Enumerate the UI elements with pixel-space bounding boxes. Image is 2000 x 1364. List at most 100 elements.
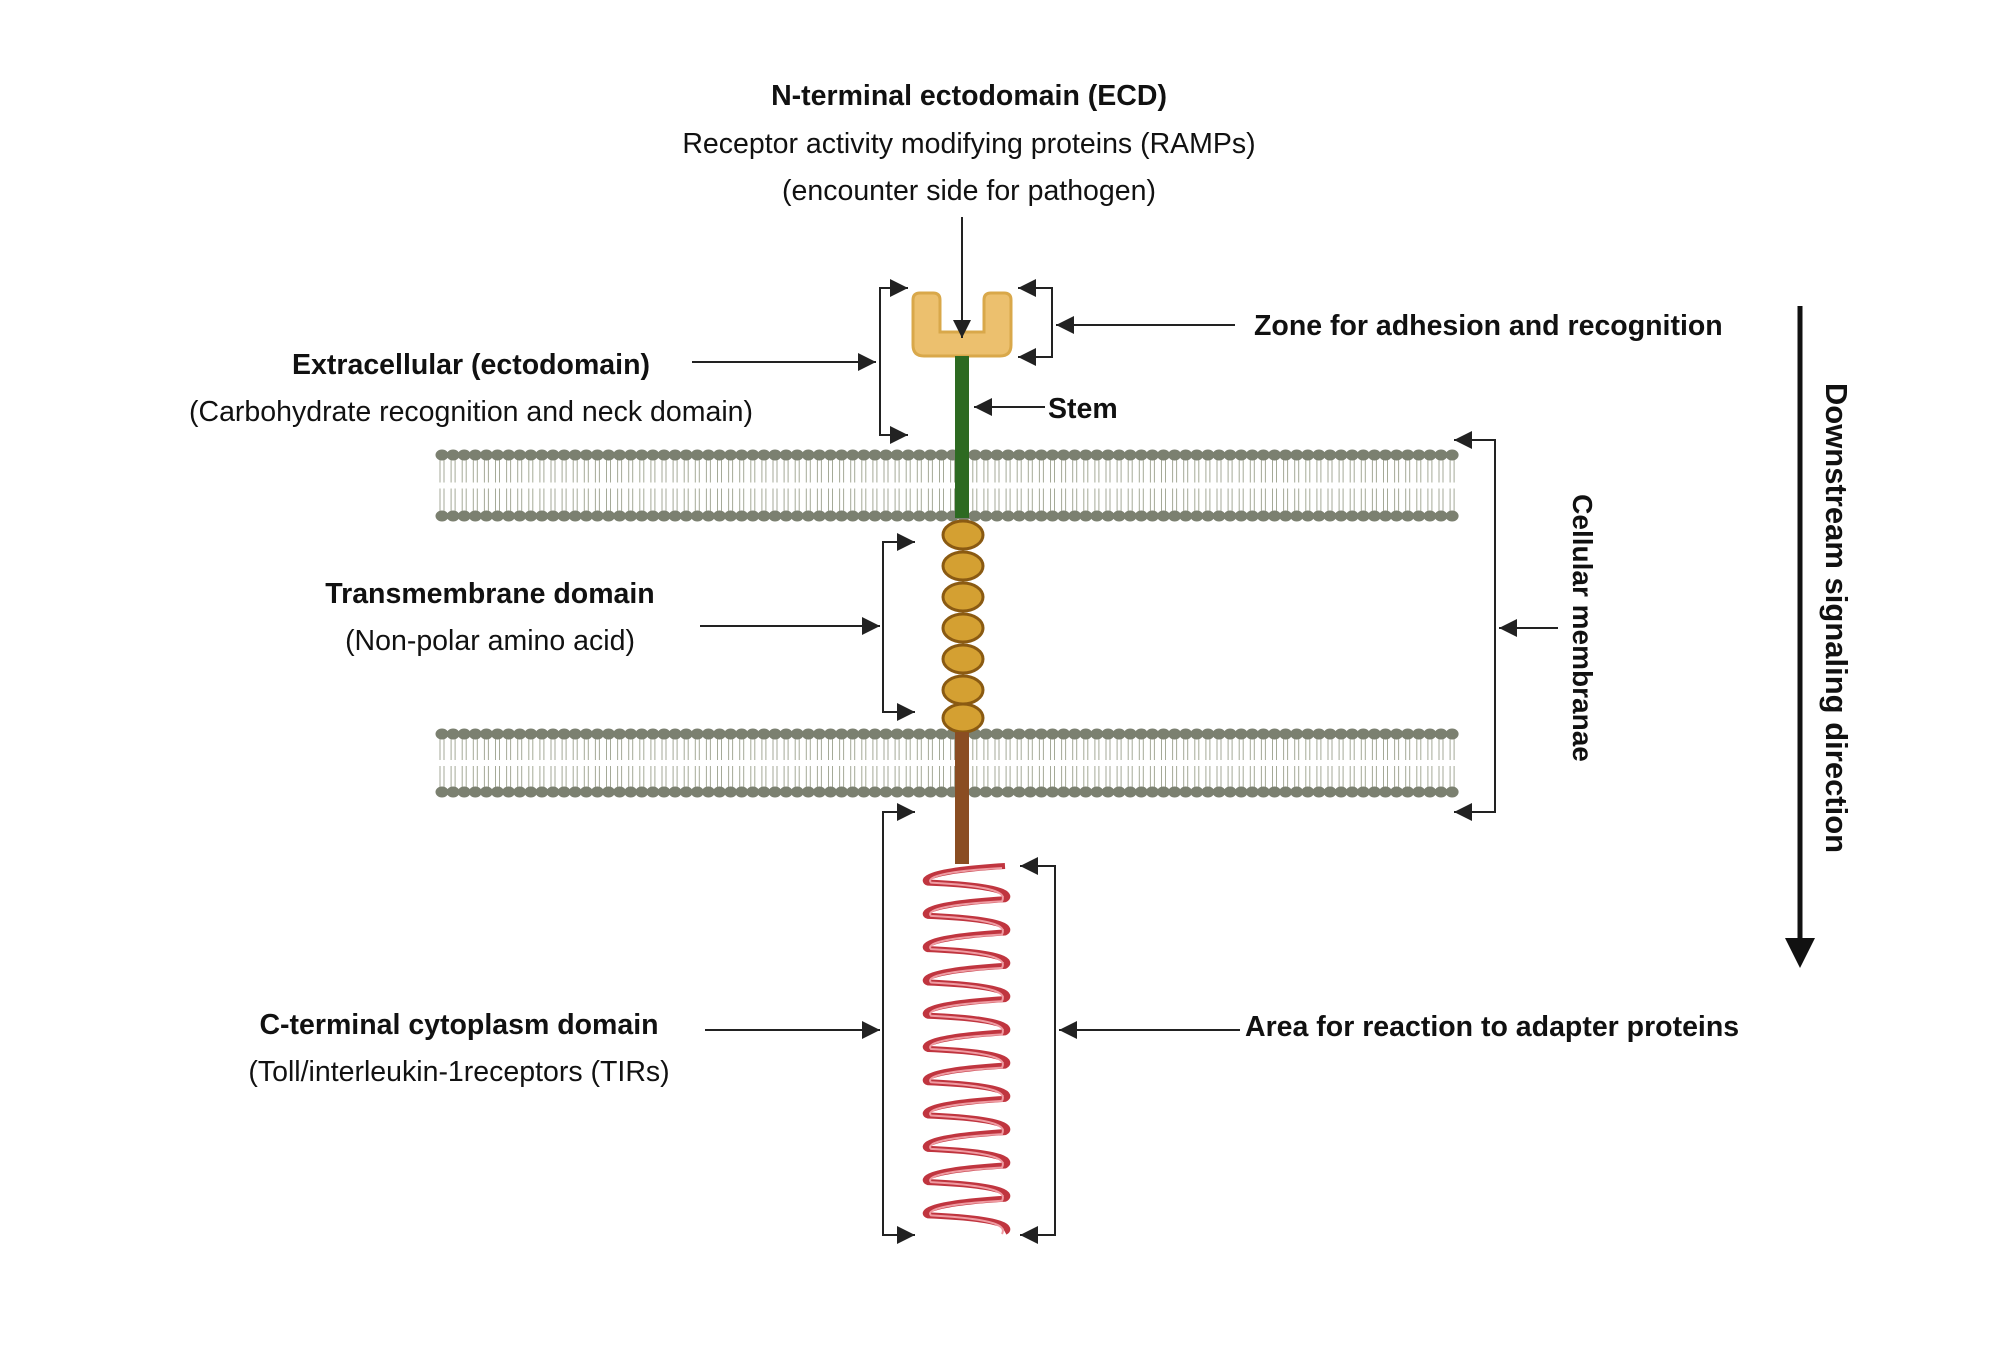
lipid-head: [1445, 510, 1459, 522]
lipid-tail: [661, 460, 667, 511]
lipid-head: [824, 728, 837, 740]
lipid-head: [657, 728, 671, 740]
lipid-tail: [1149, 739, 1155, 787]
lipid-tail: [594, 739, 600, 787]
lipid-head: [613, 786, 627, 798]
lipid-head: [1345, 510, 1359, 522]
lipid-head: [1223, 510, 1237, 522]
lipid-head: [1379, 449, 1392, 461]
lipid-tail: [950, 460, 956, 511]
lipid-head: [479, 510, 493, 522]
lipid-tail: [983, 739, 989, 787]
lipid-head: [457, 786, 471, 798]
lipid-head: [868, 728, 882, 740]
lipid-head: [1412, 786, 1426, 798]
lipid-head: [1079, 449, 1093, 461]
lipid-head: [790, 449, 804, 461]
lipid-tail: [717, 460, 722, 511]
lipid-tail: [972, 460, 978, 511]
lipid-tail: [805, 739, 811, 787]
lipid-tail: [694, 739, 700, 787]
lipid-head: [513, 510, 527, 522]
lipid-head: [446, 786, 460, 798]
lipid-head: [935, 728, 948, 740]
lipid-head: [1212, 449, 1226, 461]
lipid-tail: [1338, 460, 1344, 511]
lipid-head: [990, 786, 1004, 798]
lipid-head: [1412, 449, 1426, 461]
lipid-tail: [872, 460, 878, 511]
lipid-head: [735, 449, 749, 461]
lipid-head: [613, 728, 627, 740]
lipid-head: [1001, 510, 1015, 522]
lipid-head: [602, 510, 615, 522]
lipid-head: [1112, 449, 1126, 461]
lipid-head: [568, 786, 582, 798]
lipid-tail: [1449, 739, 1455, 787]
lipid-tail: [495, 739, 500, 787]
lipid-head: [990, 449, 1004, 461]
lipid-head: [1301, 786, 1315, 798]
lipid-tail: [1072, 739, 1078, 787]
lipid-head: [690, 510, 704, 522]
lipid-head: [1268, 786, 1281, 798]
lipid-head: [590, 728, 604, 740]
lipid-tail: [583, 460, 589, 511]
lipid-head: [1090, 786, 1104, 798]
lipid-head: [557, 786, 571, 798]
lipid-tail: [1316, 460, 1322, 511]
lipid-head: [1312, 786, 1326, 798]
lipid-head: [1401, 510, 1415, 522]
lipid-head: [1046, 728, 1059, 740]
lipid-head: [779, 510, 793, 522]
lipid-tail: [1238, 460, 1244, 511]
lipid-tail: [1360, 739, 1366, 787]
lipid-tail: [1427, 460, 1433, 511]
lipid-head: [713, 786, 726, 798]
lipid-head: [1112, 728, 1126, 740]
lipid-head: [1401, 449, 1415, 461]
lipid-head: [1157, 510, 1170, 522]
membrane-bracket: [1460, 439, 1496, 813]
lipid-head: [1079, 510, 1093, 522]
lipid-head: [1034, 449, 1048, 461]
lipid-head: [1179, 786, 1193, 798]
lipid-tail: [772, 460, 778, 511]
amino-acid-bead: [941, 643, 985, 675]
lipid-head: [1301, 728, 1315, 740]
lipid-head: [690, 728, 704, 740]
lipid-tail: [506, 739, 512, 787]
lipid-tail: [916, 739, 922, 787]
lipid-head: [457, 449, 471, 461]
lipid-tail: [1005, 460, 1011, 511]
lipid-head: [524, 728, 538, 740]
lipid-head: [513, 728, 527, 740]
lipid-head: [546, 449, 560, 461]
extracellular-title: Extracellular (ectodomain): [292, 349, 650, 381]
lipid-head: [812, 728, 826, 740]
lipid-head: [1179, 728, 1193, 740]
lipid-head: [579, 786, 593, 798]
lipid-tail: [927, 460, 933, 511]
lipid-tail: [1194, 739, 1200, 787]
lipid-head: [602, 449, 615, 461]
lipid-tail: [1427, 739, 1433, 787]
lipid-head: [890, 510, 904, 522]
ecd-line2: (encounter side for pathogen): [782, 175, 1156, 207]
adapter-area-label: Area for reaction to adapter proteins: [1245, 1011, 1740, 1043]
lipid-head: [668, 510, 682, 522]
lipid-head: [1023, 449, 1037, 461]
lipid-head: [1256, 449, 1270, 461]
lipid-head: [568, 449, 582, 461]
lipid-tail: [883, 460, 889, 511]
lipid-tail: [805, 460, 811, 511]
lipid-head: [635, 728, 649, 740]
lipid-head: [1190, 786, 1204, 798]
lipid-head: [746, 510, 760, 522]
lipid-head: [502, 728, 516, 740]
lipid-head: [1201, 510, 1215, 522]
lipid-tail: [1383, 460, 1388, 511]
lipid-head: [1434, 449, 1448, 461]
lipid-head: [1179, 510, 1193, 522]
